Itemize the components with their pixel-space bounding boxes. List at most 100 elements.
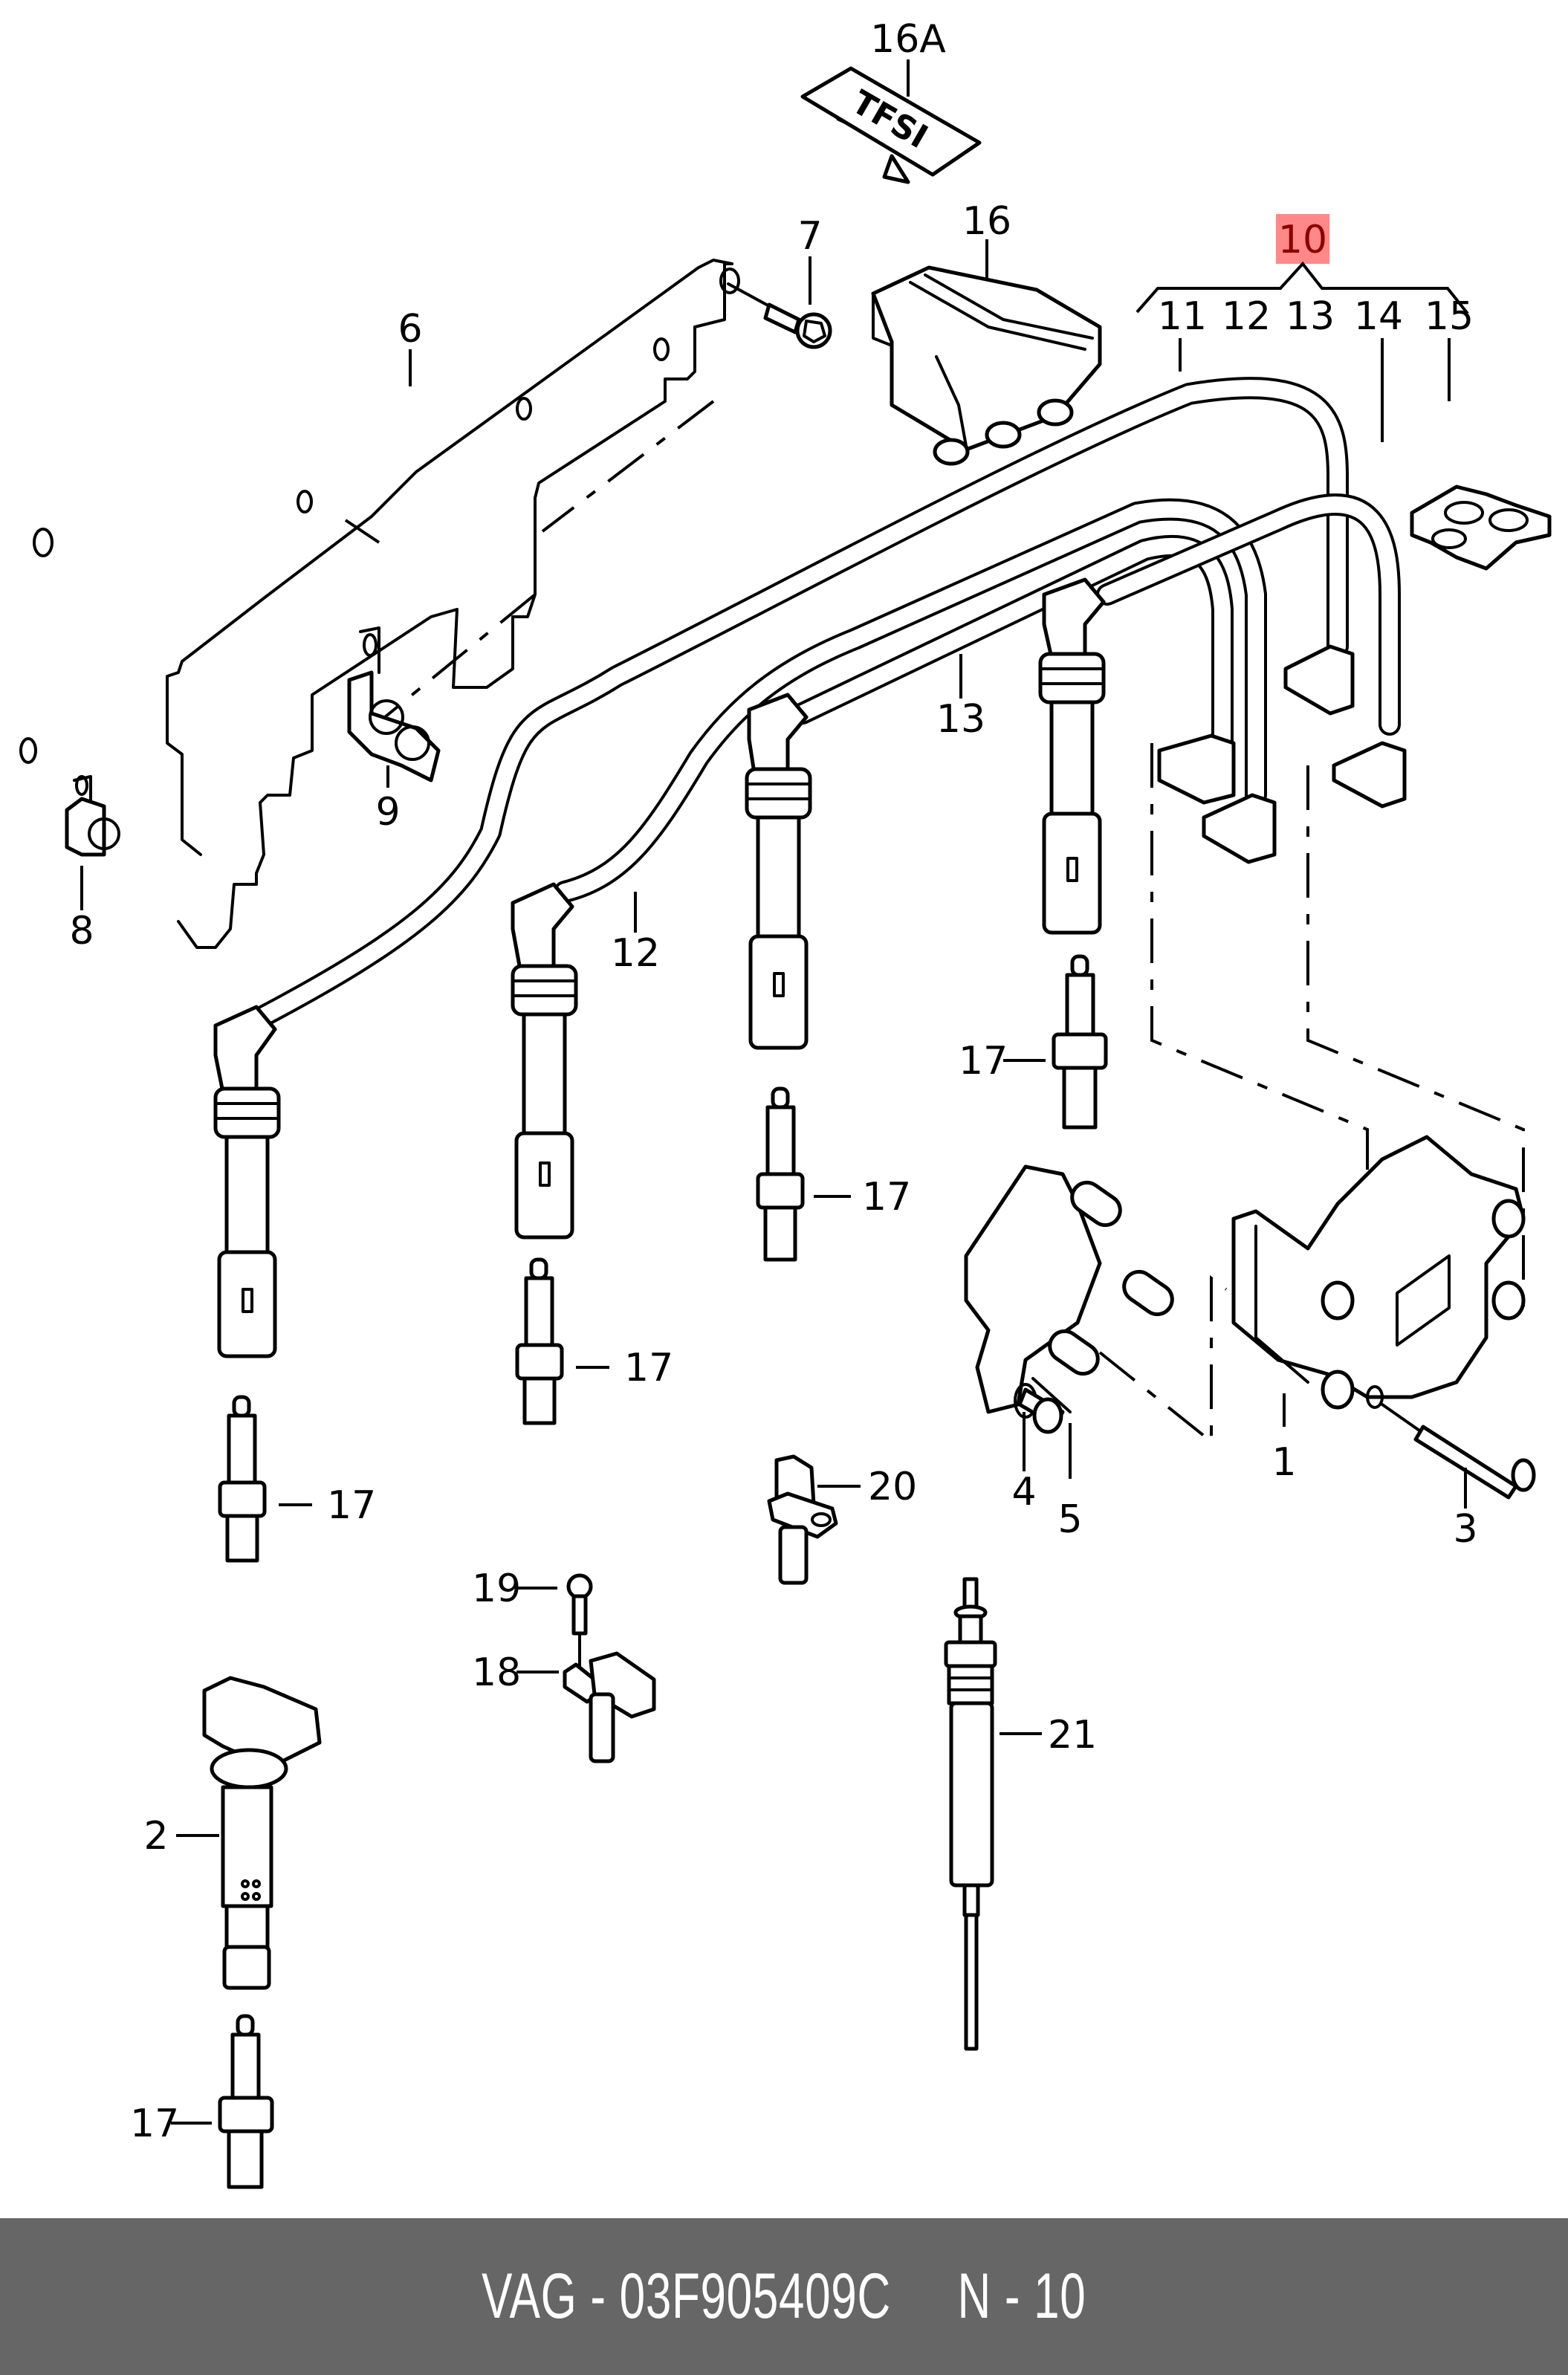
- callout-18[interactable]: 18: [472, 1650, 521, 1695]
- plug-5-tip: [236, 2014, 255, 2037]
- callout-17-3[interactable]: 17: [862, 1175, 911, 1219]
- clip-9-tab: [359, 626, 380, 674]
- ignition-wires: [242, 377, 1401, 1033]
- callout-14[interactable]: 14: [1354, 294, 1403, 339]
- coil-2-dot-4: [252, 1892, 261, 1901]
- part-15-wire-clip[interactable]: [1410, 485, 1552, 571]
- connector-3-end: [748, 934, 809, 1050]
- callout-3[interactable]: 3: [1453, 1507, 1477, 1552]
- rail-hole-1: [719, 268, 740, 294]
- plug-2-tip: [529, 1257, 548, 1280]
- part-7-bolt[interactable]: [727, 256, 832, 349]
- rail-upper-edge: [166, 259, 733, 856]
- part-9-wire-clip[interactable]: [347, 626, 441, 788]
- callout-2[interactable]: 2: [143, 1814, 168, 1859]
- part-18-sensor[interactable]: [516, 1633, 656, 1763]
- coil-1-label-plate: [1396, 1254, 1451, 1347]
- callout-1[interactable]: 1: [1271, 1440, 1296, 1485]
- spark-plug-connector-4[interactable]: [1038, 577, 1106, 935]
- callout-16a[interactable]: 16A: [870, 17, 946, 62]
- wire-14-inner: [1099, 496, 1398, 733]
- plug-5-insulator: [230, 2032, 261, 2100]
- spark-plug-1[interactable]: [218, 1395, 312, 1563]
- part-4-bracket[interactable]: [964, 1164, 1228, 1471]
- callout-12-header[interactable]: 12: [1222, 294, 1271, 339]
- connector-3-window: [773, 972, 785, 997]
- coil-1-hole: [1366, 1385, 1384, 1409]
- callout-17-5[interactable]: 17: [130, 2102, 179, 2146]
- callout-4[interactable]: 4: [1011, 1470, 1036, 1514]
- callout-20[interactable]: 20: [868, 1465, 917, 1509]
- bolt-3-shank: [1413, 1425, 1518, 1500]
- footer-part-number-text: VAG - 03F905409C N - 10: [482, 2261, 1086, 2332]
- clip-8-body: [65, 797, 106, 857]
- spark-plug-connector-3[interactable]: [745, 693, 812, 1050]
- rail-hole-3: [516, 397, 532, 421]
- coil-1-body: [1231, 1135, 1526, 1399]
- coil-boot-4: [1332, 741, 1407, 809]
- part-1-ignition-coil[interactable]: [1231, 1135, 1526, 1427]
- clip-8-ring: [88, 817, 120, 850]
- spark-plug-5[interactable]: [171, 2014, 274, 2189]
- spark-plug-connector-2[interactable]: [511, 882, 578, 1240]
- part-16a-tfsi-cover[interactable]: TFSI: [800, 59, 982, 184]
- part-20-sensor[interactable]: [767, 1454, 861, 1585]
- callout-21[interactable]: 21: [1048, 1713, 1097, 1757]
- spark-plug-4[interactable]: [1003, 954, 1108, 1130]
- connector-1-elbow: [213, 1005, 277, 1095]
- cover-clip-right: [882, 154, 910, 184]
- coil-2-dot-2: [252, 1879, 261, 1888]
- part-3-bolt[interactable]: [1381, 1403, 1536, 1509]
- plug-3-insulator: [765, 1105, 796, 1176]
- connector-4-elbow: [1042, 577, 1106, 660]
- spark-plug-2[interactable]: [515, 1257, 609, 1425]
- callout-17-4[interactable]: 17: [959, 1039, 1008, 1083]
- part-6-wire-holder-rail[interactable]: [19, 259, 740, 949]
- rail-hole-5: [33, 528, 54, 557]
- callout-15[interactable]: 15: [1425, 294, 1474, 339]
- part-19-bolt[interactable]: [516, 1573, 593, 1636]
- callout-16[interactable]: 16: [962, 199, 1011, 244]
- wire-set-brace: [1135, 261, 1469, 315]
- clip-15-slot-2: [1488, 508, 1529, 532]
- plug-3-thread: [763, 1205, 797, 1262]
- spark-plug-connector-1[interactable]: [213, 1005, 281, 1358]
- callout-8[interactable]: 8: [69, 909, 94, 953]
- callout-6[interactable]: 6: [398, 307, 422, 351]
- coil-boot-1: [1157, 733, 1236, 805]
- bolt-5-axis: [1031, 1377, 1072, 1413]
- connector-4-window: [1066, 857, 1078, 882]
- rail-hole-4: [297, 490, 313, 513]
- part-21-glow-plug[interactable]: [944, 1577, 1042, 2051]
- callout-19[interactable]: 19: [472, 1566, 521, 1611]
- part-16-ignition-coil-module[interactable]: [871, 239, 1102, 466]
- part-5-bolt[interactable]: [1017, 1377, 1072, 1479]
- coil-module-terminal-2: [985, 421, 1022, 449]
- connector-1-window: [242, 1288, 253, 1313]
- callout-5[interactable]: 5: [1057, 1497, 1082, 1542]
- connector-1-end: [217, 1250, 277, 1358]
- clip-9-body: [347, 670, 441, 783]
- callout-7[interactable]: 7: [797, 214, 822, 259]
- plug-2-thread: [522, 1376, 557, 1425]
- callout-10[interactable]: 10: [1278, 218, 1327, 262]
- spark-plug-3[interactable]: [756, 1086, 851, 1262]
- connector-2-tube: [522, 1012, 567, 1135]
- callout-13-header[interactable]: 13: [1286, 294, 1335, 339]
- coil-1-boss-4: [1491, 1280, 1526, 1321]
- plug-5-hex: [218, 2096, 274, 2133]
- callout-13[interactable]: 13: [936, 697, 985, 742]
- part-2-pencil-ignition-coil[interactable]: [176, 1676, 322, 1990]
- part-number-footer: VAG - 03F905409C N - 10: [0, 2218, 1568, 2375]
- callout-17-1[interactable]: 17: [327, 1483, 376, 1528]
- coil-1-boss-3: [1321, 1370, 1355, 1410]
- callout-9[interactable]: 9: [375, 790, 400, 835]
- callout-12[interactable]: 12: [611, 931, 660, 976]
- connector-1-tube: [224, 1135, 270, 1254]
- callout-11[interactable]: 11: [1158, 294, 1207, 339]
- glow-plug-21-body: [949, 1701, 994, 1888]
- clip-8-hole: [75, 775, 88, 796]
- callout-17-2[interactable]: 17: [624, 1346, 673, 1390]
- coil-1-boss-2: [1491, 1199, 1526, 1239]
- part-8-wire-clip[interactable]: [65, 775, 120, 910]
